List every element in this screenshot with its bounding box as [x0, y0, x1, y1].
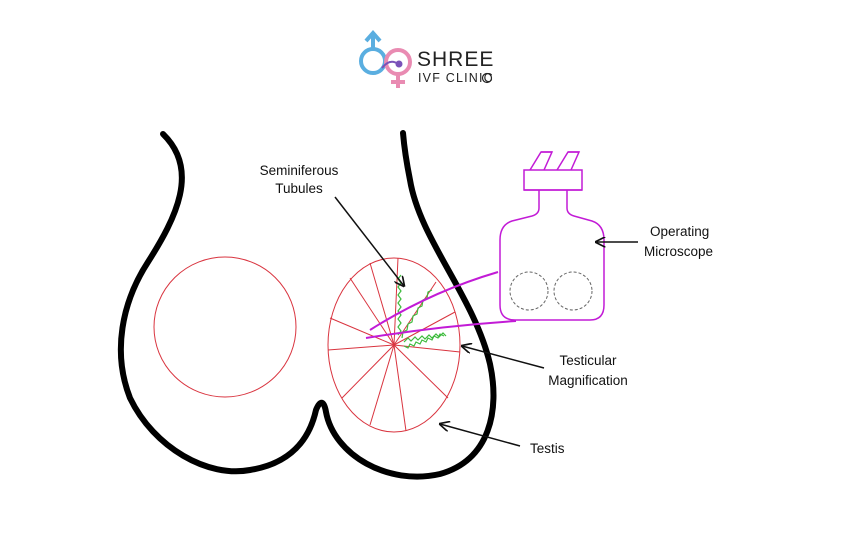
label-seminiferous-tubules: Seminiferous Tubules	[260, 163, 404, 286]
label-tubules-line1: Seminiferous	[260, 163, 339, 178]
label-tubules-line2: Tubules	[275, 181, 323, 196]
label-magnification-line1: Testicular	[559, 353, 617, 368]
label-microscope-line1: Operating	[650, 224, 709, 239]
left-testis	[153, 256, 297, 398]
label-microscope-line2: Microscope	[644, 244, 713, 259]
testis-segments	[327, 257, 461, 432]
logo-title: SHREE	[417, 48, 494, 71]
label-testis-text: Testis	[530, 441, 565, 456]
clinic-logo: SHREE IVF CLINIC	[359, 29, 494, 88]
label-testis: Testis	[440, 424, 565, 456]
label-magnification-line2: Magnification	[548, 373, 628, 388]
female-symbol-icon	[381, 48, 412, 88]
right-testis	[327, 257, 461, 433]
operating-microscope	[365, 151, 605, 339]
seminiferous-tubules	[397, 274, 447, 349]
male-symbol-icon	[359, 29, 387, 75]
scrotum-outline	[117, 130, 497, 480]
label-operating-microscope: Operating Microscope	[596, 224, 713, 259]
logo-subtitle: IVF CLINIC	[418, 71, 494, 85]
label-testicular-magnification: Testicular Magnification	[462, 346, 628, 388]
leaf-icon	[481, 72, 493, 84]
